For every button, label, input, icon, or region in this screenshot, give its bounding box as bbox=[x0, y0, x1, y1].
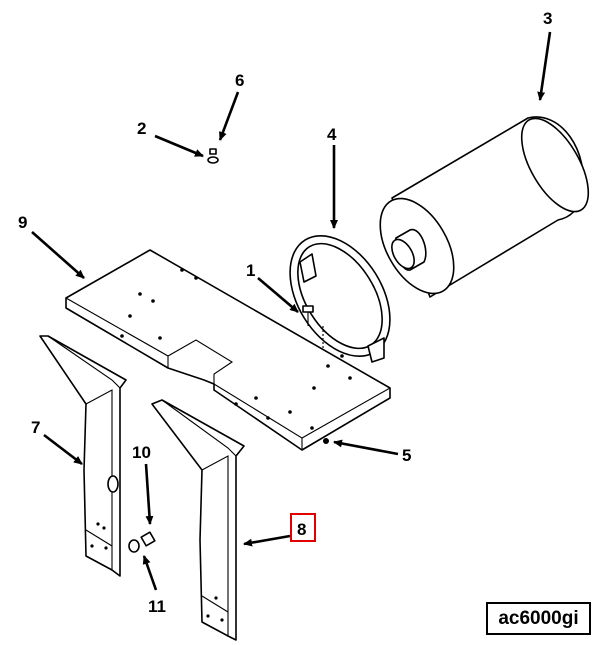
callout-4: 4 bbox=[327, 125, 337, 144]
callout-11: 11 bbox=[148, 597, 166, 616]
nut bbox=[323, 438, 329, 444]
callout-9: 9 bbox=[18, 213, 27, 232]
callout-8-highlight bbox=[290, 513, 316, 542]
callout-3: 3 bbox=[543, 9, 552, 28]
bracket-bolt bbox=[128, 531, 156, 553]
callout-7: 7 bbox=[31, 418, 40, 437]
callout-1: 1 bbox=[246, 261, 255, 280]
figure-reference-id: ac6000gi bbox=[486, 602, 591, 635]
air-filter-canister bbox=[379, 116, 590, 298]
small-bolt bbox=[207, 148, 219, 164]
leader-arrows bbox=[31, 31, 552, 591]
right-bracket bbox=[151, 399, 245, 641]
callout-5: 5 bbox=[402, 446, 411, 465]
bolt bbox=[302, 305, 324, 368]
clamp-band bbox=[289, 234, 391, 363]
callout-6: 6 bbox=[235, 71, 244, 90]
callout-2: 2 bbox=[137, 119, 146, 138]
mounting-plate bbox=[65, 249, 391, 451]
callout-8: 8 bbox=[297, 520, 306, 539]
callout-labels: 3 4 6 2 9 1 5 7 10 11 8 bbox=[18, 9, 552, 616]
left-bracket bbox=[39, 335, 127, 577]
callout-10: 10 bbox=[132, 443, 151, 462]
